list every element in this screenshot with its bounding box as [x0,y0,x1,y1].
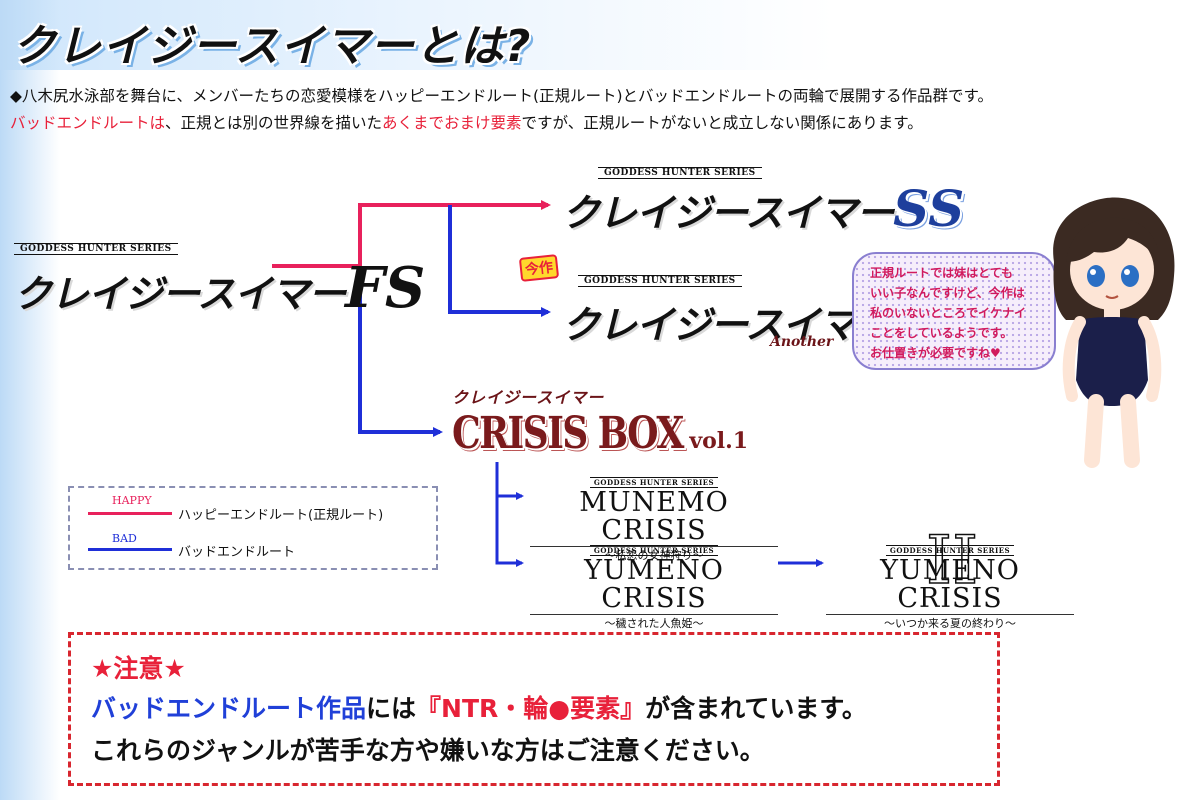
yumeno-main: YUMENO CRISIS [530,556,778,615]
warning-ntr-elements: 『NTR・輪●要素』 [416,694,646,723]
header-band [0,0,1192,70]
warning-end: が含まれています。 [645,694,867,723]
speech-bubble: 正規ルートでは妹はとても いい子なんですけど、今作は 私のいないところでイケナイ… [852,252,1056,370]
intro-line-1: ◆八木尻水泳部を舞台に、メンバーたちの恋愛模様をハッピーエンドルート(正規ルート… [10,87,994,105]
intro-bonus: あくまでおまけ要素 [382,114,522,132]
character-illustration [1053,197,1175,468]
warning-title: ★注意★ [91,654,186,683]
side-glow [0,0,60,800]
series-tag: GODDESS HUNTER SERIES [589,545,719,556]
crisis-box-main: CRISIS BOX [452,408,684,459]
legend-bad-text: バッドエンドルート [178,545,296,560]
speech-line: 正規ルートでは妹はとても [870,266,1014,280]
series-tag: GODDESS HUNTER SERIES [589,477,719,488]
warning-line-2: これらのジャンルが苦手な方や嫌いな方はご注意ください。 [91,736,765,765]
crisis-box-vol: vol.1 [689,428,749,454]
logo-ss-suffix: SS [893,179,965,238]
munemo-main: MUNEMO CRISIS [530,488,778,547]
logo-fs-suffix: FS [345,255,426,321]
logo-yumeno-crisis-ii: GODDESS HUNTER SERIES YUMENO CRISIS 〜いつか… [826,538,1074,631]
speech-line: お仕置きが必要ですね♥ [870,346,1001,360]
intro-bad-route: バッドエンドルートは [10,114,166,132]
series-tag: GODDESS HUNTER SERIES [14,243,178,255]
legend-happy-line [88,512,172,515]
warning-mid: には [366,694,417,723]
yumeno-ii-tag: 〜いつか来る夏の終わり〜 [884,616,1016,630]
logo-fs-main: クレイジースイマー [14,272,346,316]
logo-crazy-swimmer-ss: GODDESS HUNTER SERIES クレイジースイマーSS [562,160,964,238]
yumeno-ii-numeral: II [925,522,979,599]
speech-line: ことをしているようです。 [870,326,1013,340]
logo-ssa-another: Another [770,334,834,350]
warning-box: ★注意★ バッドエンドルート作品には『NTR・輪●要素』が含まれています。 これ… [68,632,1000,786]
legend-happy-text: ハッピーエンドルート(正規ルート) [178,508,384,523]
warning-line-1: バッドエンドルート作品には『NTR・輪●要素』が含まれています。 [91,689,867,725]
speech-line: 私のいないところでイケナイ [870,306,1027,320]
route-legend: HAPPY ハッピーエンドルート(正規ルート) BAD バッドエンドルート [68,486,438,570]
logo-ssa-main: クレイジースイマー [562,303,894,347]
intro-end: ですが、正規ルートがないと成立しない関係にあります。 [521,114,923,132]
logo-yumeno-crisis: GODDESS HUNTER SERIES YUMENO CRISIS 〜穢され… [530,538,778,631]
series-tag: GODDESS HUNTER SERIES [885,545,1015,556]
legend-happy-key: HAPPY [112,494,152,507]
yumeno-tag: 〜穢された人魚姫〜 [604,616,704,630]
page-title: クレイジースイマーとは? [12,21,532,72]
current-work-badge: 今作 [518,254,560,282]
warning-bad-route-works: バッドエンドルート作品 [91,694,367,723]
happy-route-lines [272,200,551,268]
speech-line: いい子なんですけど、今作は [870,286,1025,300]
legend-bad-key: BAD [112,532,137,545]
logo-crazy-swimmer-fs: GODDESS HUNTER SERIES クレイジースイマーFS [14,236,425,321]
crisis-box-sub: クレイジースイマー [452,388,605,407]
yumeno-ii-main: YUMENO CRISIS [826,556,1074,615]
logo-ss-main: クレイジースイマー [562,191,894,235]
legend-bad-line [88,548,172,551]
bad-route-lines [358,205,824,567]
intro-line-2: バッドエンドルートは、正規とは別の世界線を描いたあくまでおまけ要素ですが、正規ル… [10,111,923,133]
intro-mid: 、正規とは別の世界線を描いた [165,114,383,132]
series-tag: GODDESS HUNTER SERIES [598,167,762,179]
series-tag: GODDESS HUNTER SERIES [578,275,742,287]
